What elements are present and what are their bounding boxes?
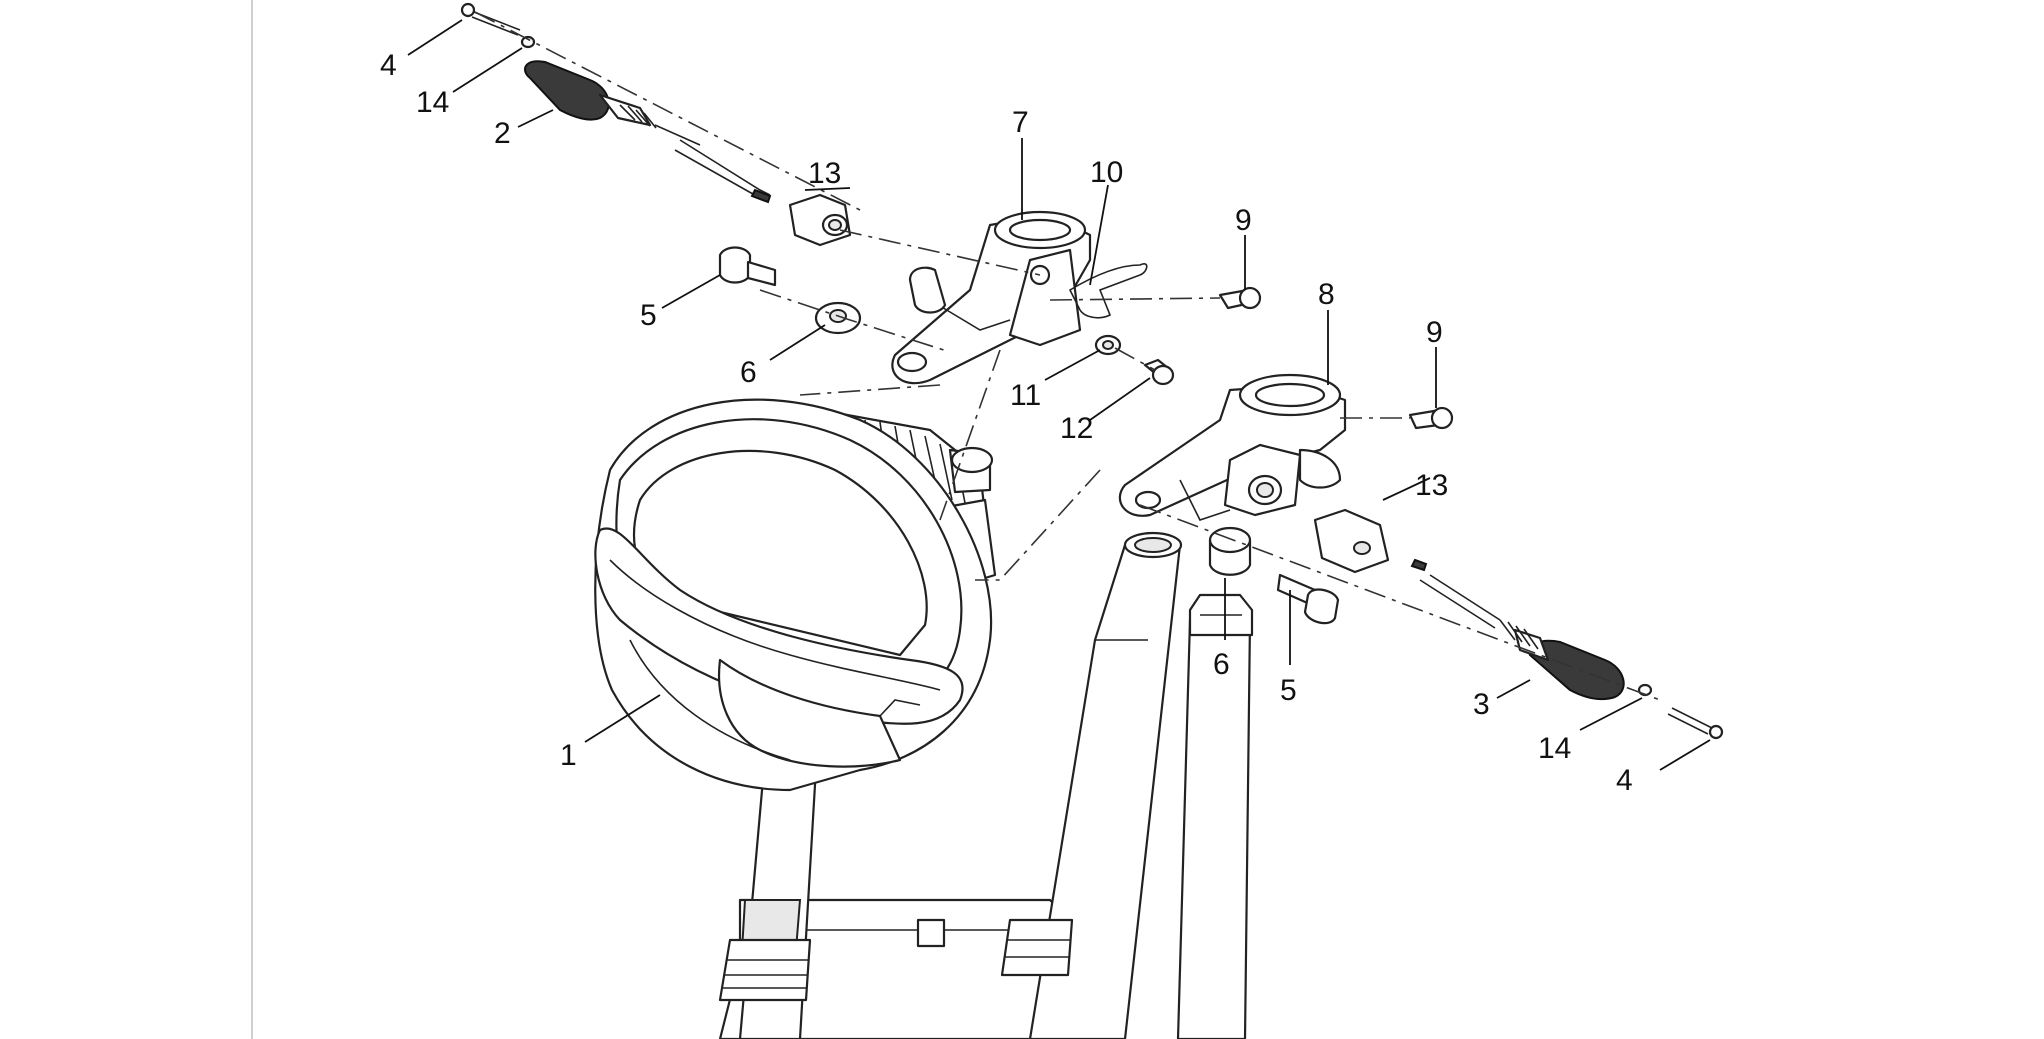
- leader-lines: [407, 19, 1711, 771]
- callout-labels: 1 2 3 4 4 5 5 6 6 7 8 9 9 10 11 12 13 13…: [380, 49, 1633, 797]
- left-bracket: [891, 210, 1148, 385]
- callout-10: 10: [1090, 156, 1123, 189]
- washer-14-left: [520, 35, 536, 49]
- grommet-13-left: [788, 193, 852, 247]
- callout-8: 8: [1318, 278, 1335, 311]
- screw-12: [1143, 358, 1175, 386]
- assembly-axes: [474, 11, 1661, 701]
- callout-13-right: 13: [1415, 469, 1448, 502]
- callout-12: 12: [1060, 412, 1093, 445]
- screw-4-right: [1667, 707, 1724, 740]
- right-bracket: [1118, 373, 1347, 521]
- bolt-9-left: [1218, 286, 1262, 310]
- callout-13-left: 13: [808, 157, 841, 190]
- callout-14-left: 14: [416, 86, 449, 119]
- callout-9-left: 9: [1235, 204, 1252, 237]
- callout-1: 1: [560, 739, 577, 772]
- left-indicator: [524, 60, 772, 204]
- callout-9-right: 9: [1426, 316, 1443, 349]
- washer-11: [1094, 334, 1122, 356]
- spacer-6-right: [1208, 526, 1252, 576]
- bolt-9-right: [1408, 406, 1454, 430]
- callout-4-left: 4: [380, 49, 397, 82]
- screw-5-left: [718, 246, 777, 287]
- fork-assembly: [718, 531, 1254, 1039]
- callout-5-right: 5: [1280, 674, 1297, 707]
- screw-5-right: [1276, 573, 1340, 625]
- headlamp: [594, 398, 997, 792]
- callout-6-left: 6: [740, 356, 757, 389]
- callout-14-right: 14: [1538, 732, 1571, 765]
- callout-7: 7: [1012, 106, 1029, 139]
- grommet-13-right: [1313, 508, 1390, 574]
- callout-3: 3: [1473, 688, 1490, 721]
- callout-4-right: 4: [1616, 764, 1633, 797]
- right-indicator: [1410, 558, 1625, 701]
- callout-11: 11: [1010, 379, 1041, 412]
- callout-6-right: 6: [1213, 648, 1230, 681]
- callout-2: 2: [494, 117, 511, 150]
- callout-5-left: 5: [640, 299, 657, 332]
- spacer-6-left: [814, 301, 862, 335]
